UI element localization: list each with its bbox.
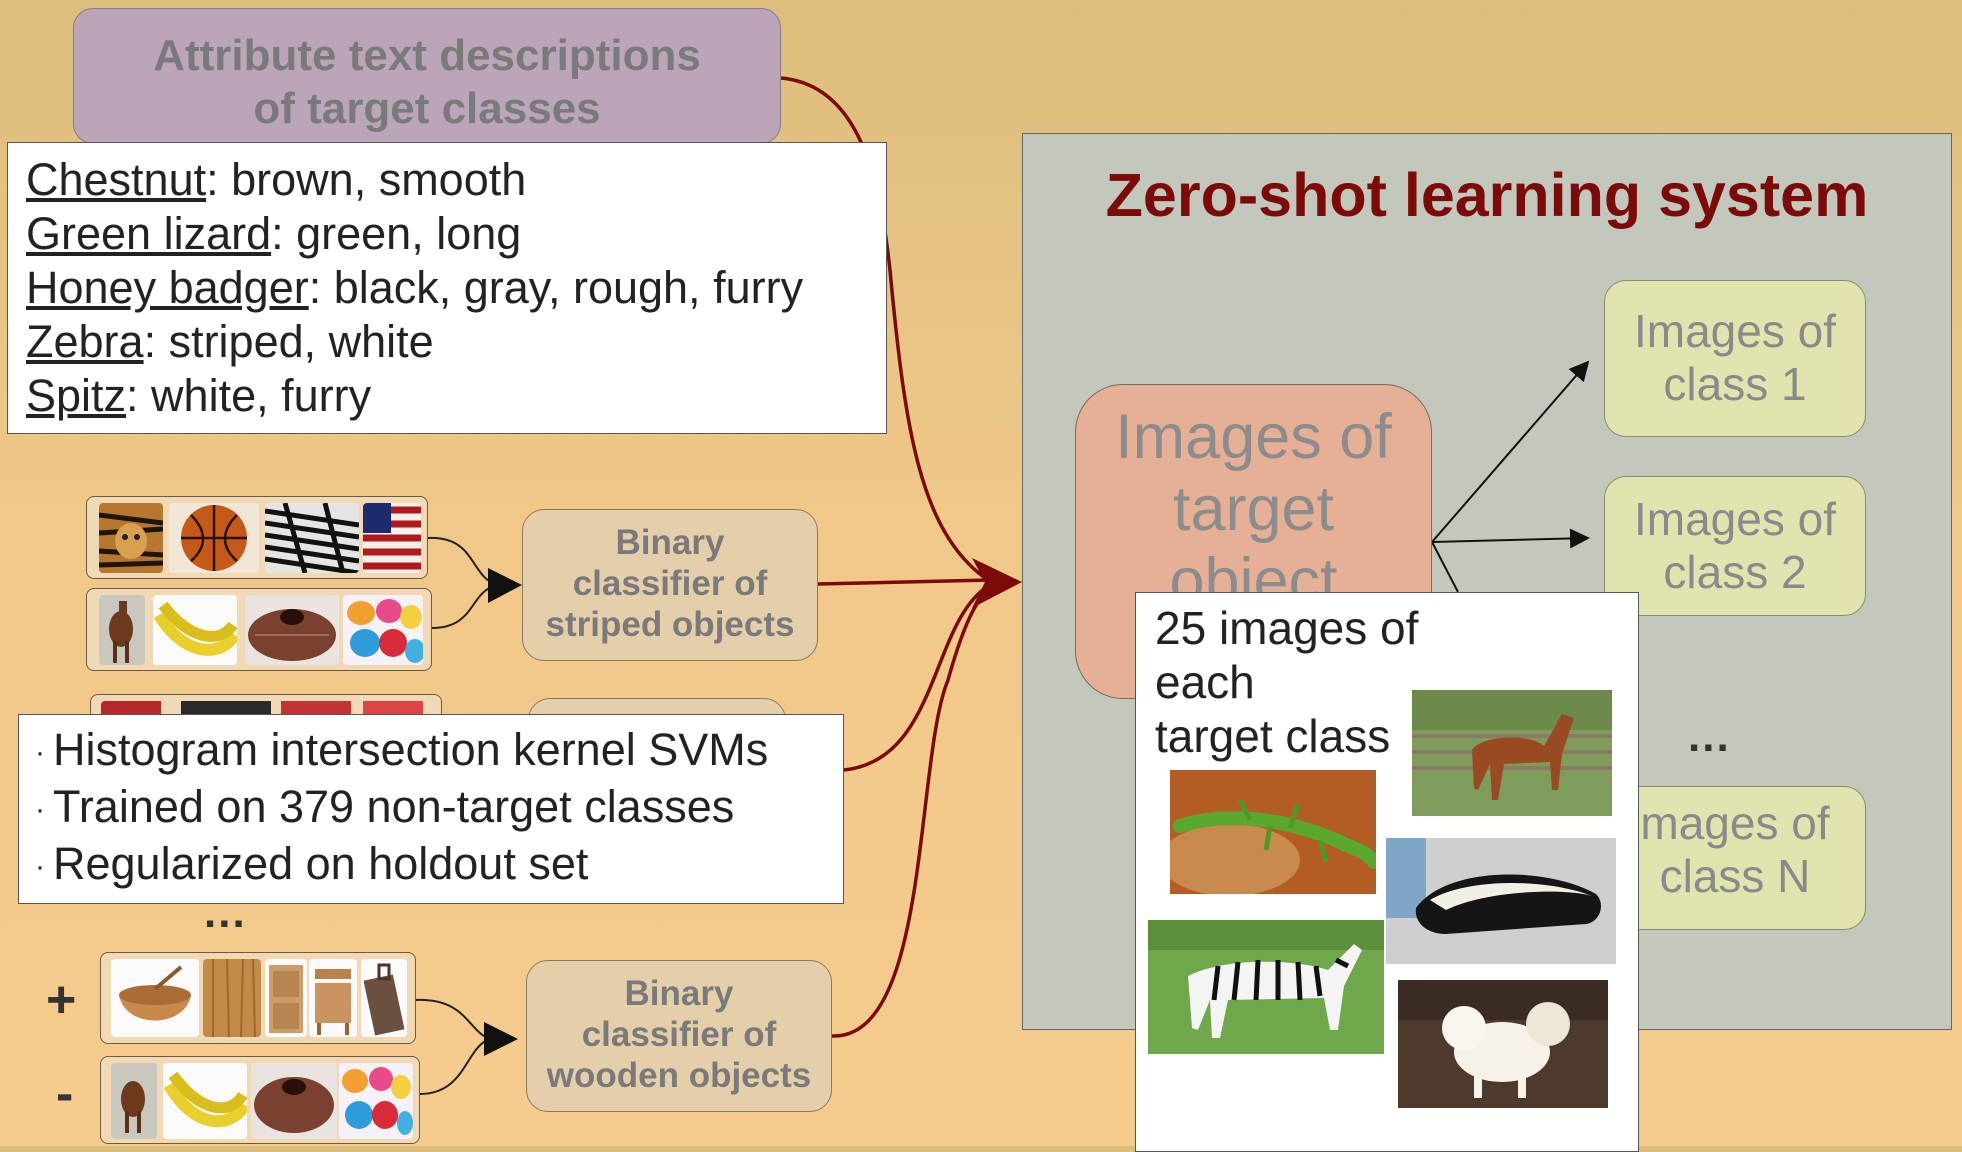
classifiers-ellipsis: ... xyxy=(204,888,247,937)
cake-photo-icon xyxy=(251,1063,337,1139)
striped-input-arrowhead xyxy=(488,568,522,603)
wood-strip-join-bottom xyxy=(419,1039,489,1095)
green-lizard-photo-icon xyxy=(1170,770,1376,894)
svm-details-box: ·Histogram intersection kernel SVMs ·Tra… xyxy=(18,714,844,904)
class-name: Zebra xyxy=(26,316,144,367)
negative-sign: - xyxy=(56,1065,74,1123)
wooden-to-system-curve xyxy=(831,586,992,1038)
arrow-to-class-n xyxy=(1431,541,1459,593)
honey-badger-photo-icon xyxy=(1386,838,1616,964)
attribute-descriptions-title: Attribute text descriptions of target cl… xyxy=(73,8,781,144)
target-line2: target xyxy=(1172,474,1335,544)
classes-ellipsis: ... xyxy=(1688,712,1731,761)
class-name: Honey badger xyxy=(26,262,309,313)
classifier-line3: wooden objects xyxy=(546,1056,812,1095)
zebras-photo-icon xyxy=(265,503,359,573)
bowl-photo-icon xyxy=(111,959,199,1037)
svm-detail-text: Trained on 379 non-target classes xyxy=(53,781,735,833)
class-attributes: : brown, smooth xyxy=(206,154,527,205)
arrow-to-class-2 xyxy=(1431,528,1590,549)
wood-strip-join-top xyxy=(415,998,489,1039)
svm-detail-item: ·Trained on 379 non-target classes xyxy=(35,780,843,837)
easter-eggs-photo-icon xyxy=(343,595,423,665)
horse-photo-icon xyxy=(111,1063,157,1139)
classifier-line3: striped objects xyxy=(545,605,795,644)
wash-stand-photo-icon xyxy=(309,959,357,1037)
attribute-list-box: Chestnut: brown, smooth Green lizard: gr… xyxy=(7,142,887,434)
classifier-line1: Binary xyxy=(624,974,734,1013)
attribute-entry: Green lizard: green, long xyxy=(26,207,886,261)
attr-to-system-curve xyxy=(780,76,987,580)
class-line1: Images of xyxy=(1634,493,1836,545)
arrow-to-class-1 xyxy=(1431,360,1590,543)
positive-sign: + xyxy=(46,971,77,1029)
tiger-photo-icon xyxy=(99,503,163,573)
zebra-photo-icon xyxy=(1148,920,1384,1054)
spitz-photo-icon xyxy=(1398,980,1608,1108)
svm-detail-item: ·Histogram intersection kernel SVMs xyxy=(35,723,843,780)
suitcase-photo-icon xyxy=(361,959,407,1037)
attribute-entry: Spitz: white, furry xyxy=(26,369,886,423)
class-1-images[interactable]: Images of class 1 xyxy=(1604,280,1866,437)
classifier-line2: classifier of xyxy=(572,564,768,603)
system-input-arrowhead xyxy=(972,558,1022,608)
attribute-entry: Zebra: striped, white xyxy=(26,315,886,369)
target-samples-caption: 25 images of each target class xyxy=(1155,601,1475,763)
class-name: Green lizard xyxy=(26,208,272,259)
negative-examples-strip xyxy=(86,588,432,671)
cake-photo-icon xyxy=(245,595,339,665)
svm-detail-text: Regularized on holdout set xyxy=(53,838,589,890)
svm-detail-item: ·Regularized on holdout set xyxy=(35,837,843,894)
target-line1: Images of xyxy=(1115,402,1392,472)
binary-classifier-wooden[interactable]: Binary classifier of wooden objects xyxy=(526,960,832,1112)
bananas-photo-icon xyxy=(153,595,237,665)
attribute-entry: Chestnut: brown, smooth xyxy=(26,153,886,207)
wooden-input-arrowhead xyxy=(484,1022,518,1056)
flag-photo-icon xyxy=(363,503,421,573)
basketball-photo-icon xyxy=(169,503,259,573)
positive-examples-strip xyxy=(86,496,428,579)
svm-to-system-curve xyxy=(843,583,991,772)
class-line1: Images of xyxy=(1634,305,1836,357)
class-line2: class 1 xyxy=(1663,358,1807,410)
wooden-positive-strip xyxy=(100,952,416,1044)
classifier-line2: classifier of xyxy=(581,1015,777,1054)
class-2-images[interactable]: Images of class 2 xyxy=(1604,476,1866,616)
class-attributes: : green, long xyxy=(271,208,522,259)
svm-detail-text: Histogram intersection kernel SVMs xyxy=(53,724,769,775)
bananas-photo-icon xyxy=(163,1063,247,1139)
class-attributes: : black, gray, rough, furry xyxy=(308,262,804,313)
class-line1: mages of xyxy=(1640,797,1830,849)
chestnut-horse-photo-icon xyxy=(1412,690,1612,816)
samples-line1: 25 images of each xyxy=(1155,602,1419,708)
cabinet-photo-icon xyxy=(265,959,307,1037)
horse-photo-icon xyxy=(99,595,145,665)
class-n-images[interactable]: mages of class N xyxy=(1604,786,1866,930)
easter-eggs-photo-icon xyxy=(339,1063,413,1139)
bullet: · xyxy=(35,793,45,827)
binary-classifier-striped[interactable]: Binary classifier of striped objects xyxy=(522,509,818,661)
class-line2: class 2 xyxy=(1663,546,1807,598)
class-attributes: : white, furry xyxy=(126,370,372,421)
class-name: Spitz xyxy=(26,370,127,421)
class-attributes: : striped, white xyxy=(143,316,434,367)
attribute-title-line2: of target classes xyxy=(253,84,601,133)
bullet: · xyxy=(35,736,45,770)
class-line2: class N xyxy=(1659,850,1811,902)
bullet: · xyxy=(35,850,45,884)
striped-to-system-curve xyxy=(817,578,991,586)
wooden-negative-strip xyxy=(100,1056,420,1144)
samples-line2: target class xyxy=(1155,710,1391,762)
attribute-entry: Honey badger: black, gray, rough, furry xyxy=(26,261,886,315)
attribute-title-line1: Attribute text descriptions xyxy=(153,31,701,80)
classifier-line1: Binary xyxy=(615,523,725,562)
class-name: Chestnut xyxy=(26,154,207,205)
wood-plank-photo-icon xyxy=(203,959,261,1037)
system-title: Zero-shot learning system xyxy=(1105,161,1869,229)
